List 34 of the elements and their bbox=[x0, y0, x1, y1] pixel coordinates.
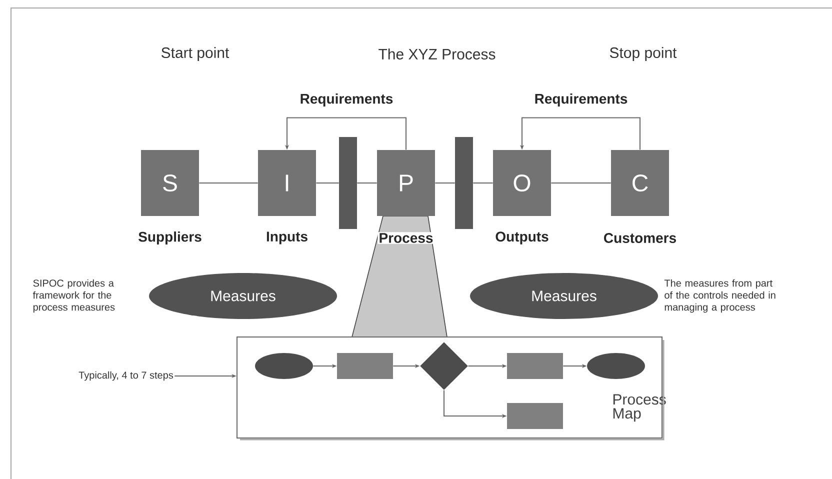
letter-box: S bbox=[141, 150, 199, 216]
terminal-oval bbox=[587, 353, 645, 379]
letter-box: O bbox=[493, 150, 551, 216]
process-step-box bbox=[507, 403, 563, 429]
stage-label: Inputs bbox=[265, 230, 309, 246]
letter-box: I bbox=[258, 150, 316, 216]
stage-label: Customers bbox=[602, 232, 678, 244]
connector-line bbox=[472, 182, 494, 184]
stage-label: Process bbox=[378, 232, 434, 244]
heading-text: Start point bbox=[162, 47, 230, 61]
letter-box: P bbox=[377, 150, 435, 216]
edge-label: Requirements bbox=[533, 92, 629, 108]
measures-oval: Measures bbox=[149, 273, 337, 319]
connector-line bbox=[198, 182, 258, 184]
process-step-box bbox=[337, 353, 393, 379]
stage-label: Outputs bbox=[494, 230, 550, 246]
note-text: SIPOC provides a framework for the process measures bbox=[32, 279, 115, 313]
process-step-box bbox=[507, 353, 563, 379]
heading-text: The XYZ Process bbox=[378, 48, 496, 60]
connector-line bbox=[356, 182, 378, 184]
connector-line bbox=[316, 182, 340, 184]
connector-line bbox=[434, 182, 456, 184]
terminal-oval bbox=[255, 353, 313, 379]
note-text: The measures from part of the controls needed in managing a process bbox=[664, 279, 776, 313]
divider-bar bbox=[339, 137, 357, 229]
divider-bar bbox=[455, 137, 473, 229]
stage-label: Suppliers bbox=[137, 230, 203, 246]
note-text: Typically, 4 to 7 steps bbox=[78, 371, 174, 381]
heading-text: Stop point bbox=[610, 47, 677, 61]
connector-line bbox=[550, 182, 612, 184]
measures-oval: Measures bbox=[470, 273, 658, 319]
letter-box: C bbox=[611, 150, 669, 216]
decision-diamond bbox=[420, 342, 468, 390]
edge-label: Requirements bbox=[298, 92, 394, 108]
